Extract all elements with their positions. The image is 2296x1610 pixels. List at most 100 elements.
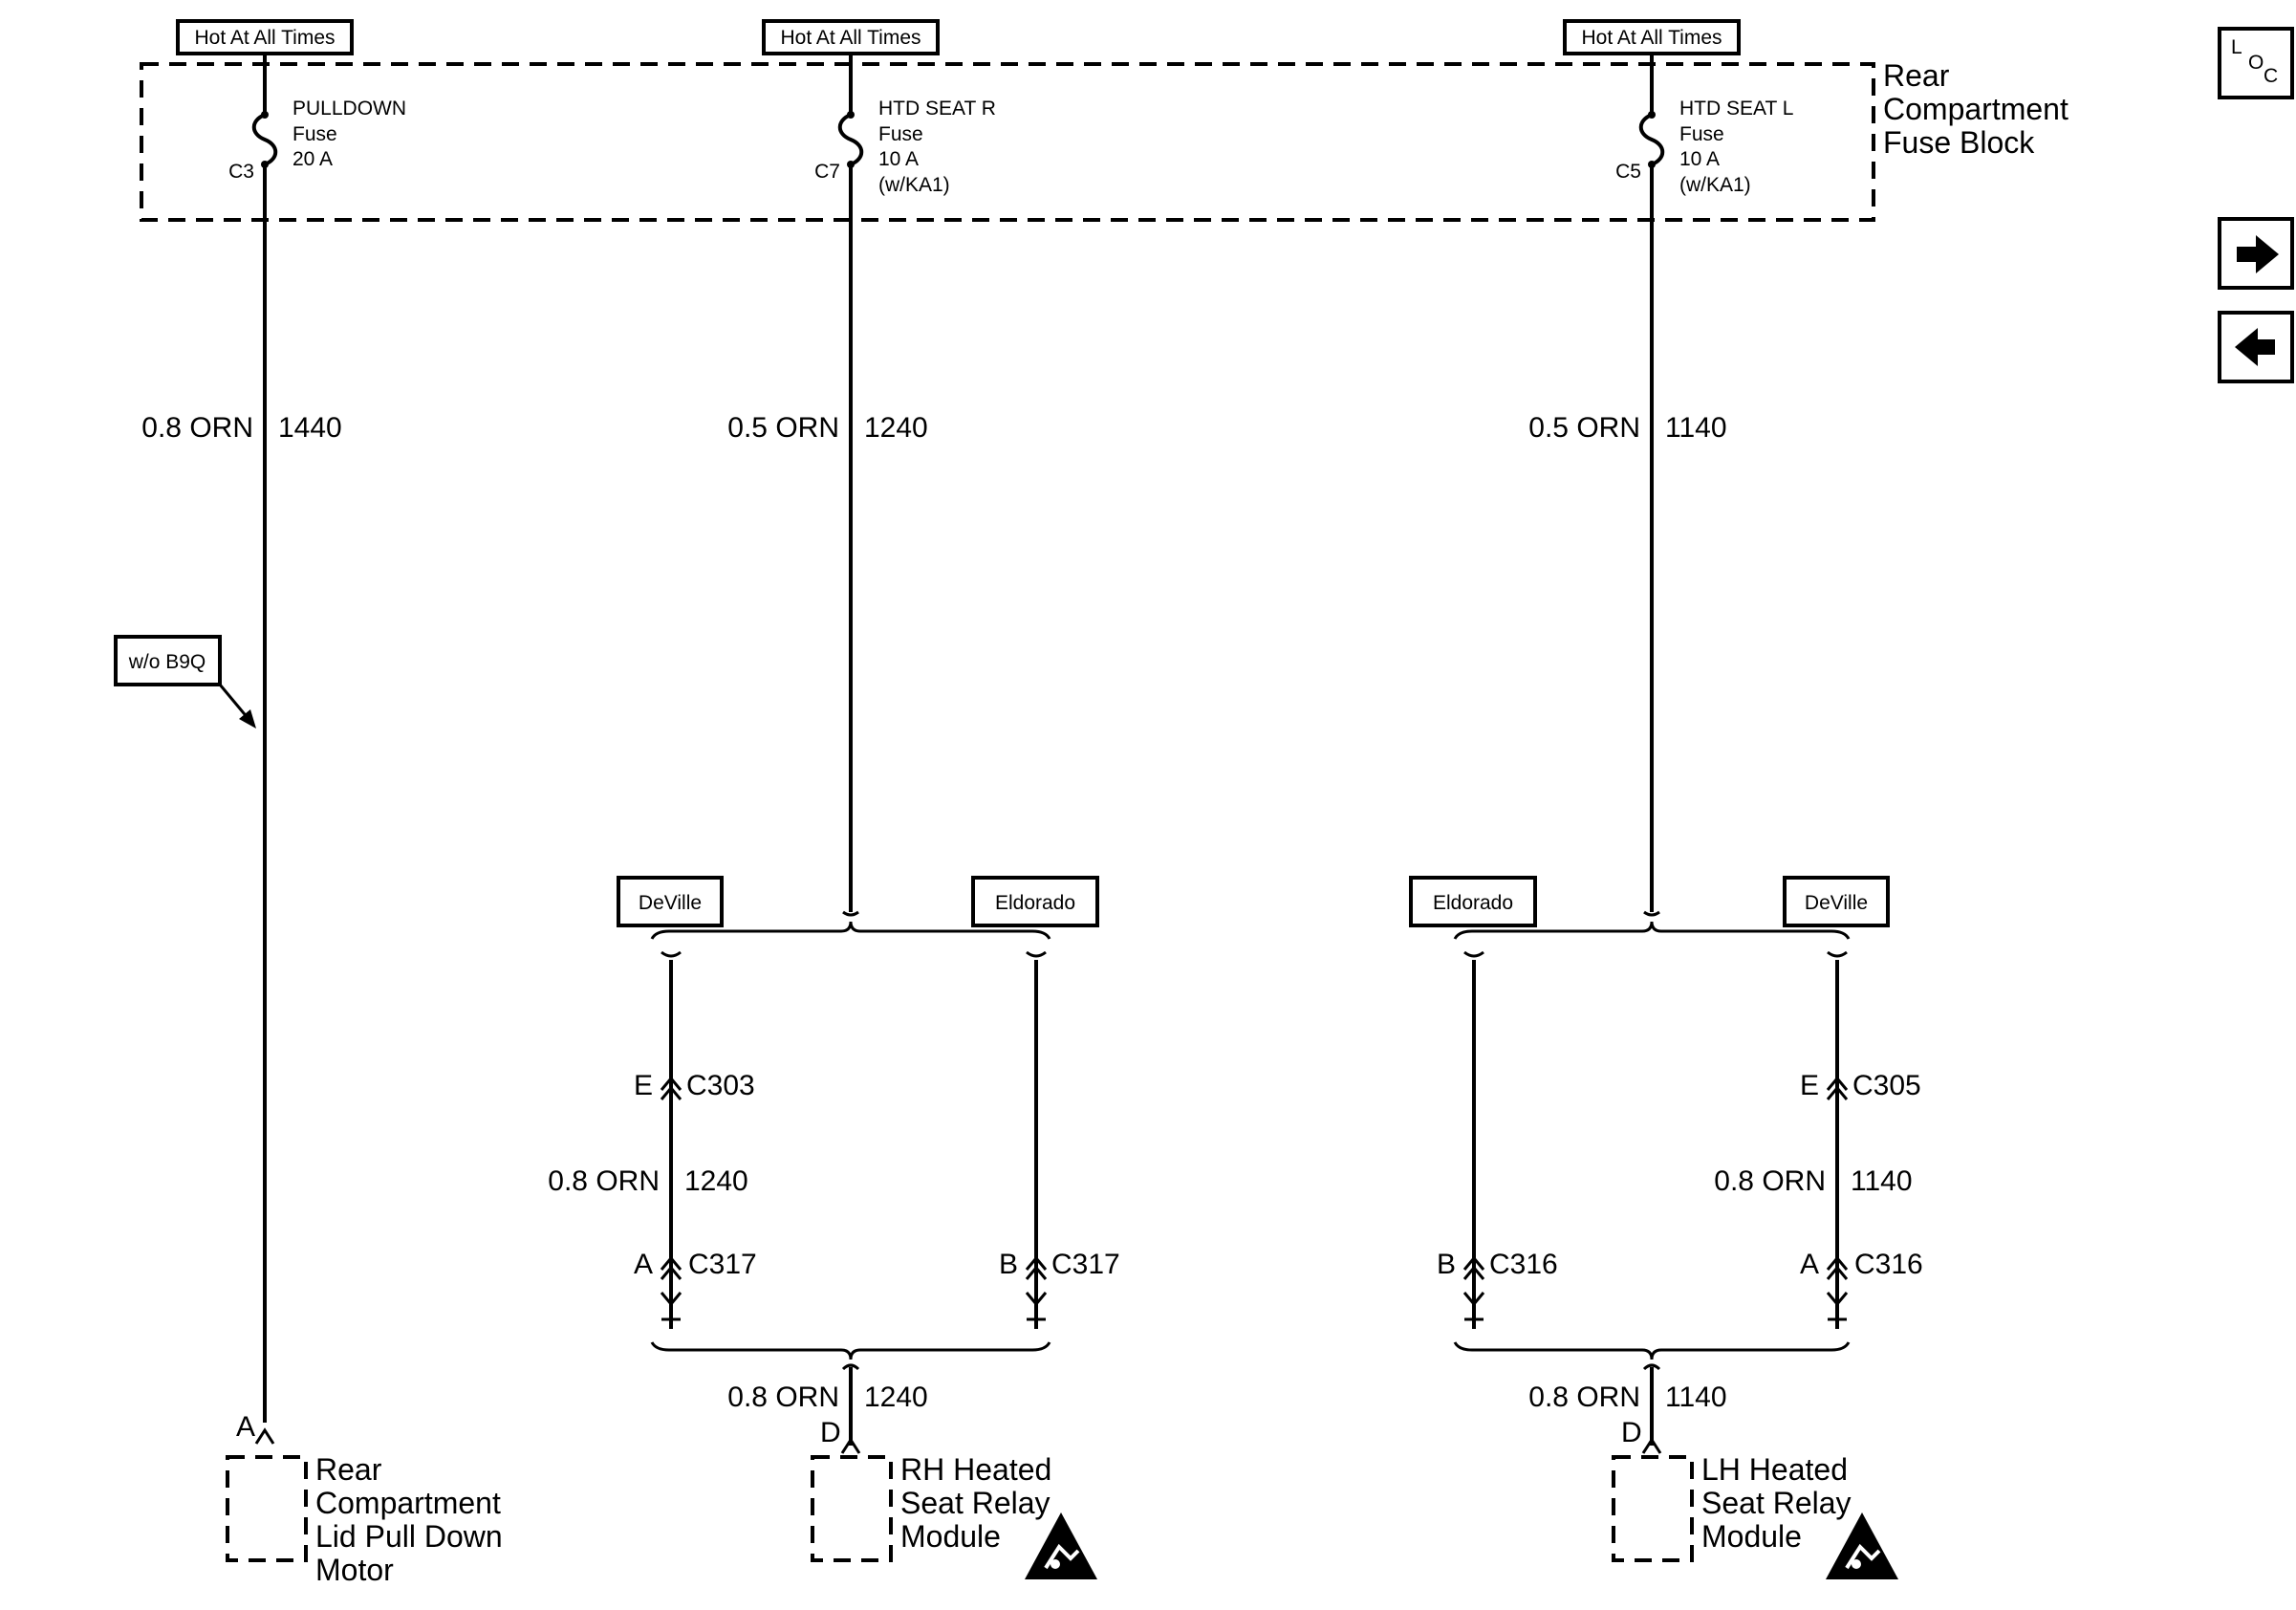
svg-text:1240: 1240 (864, 1382, 928, 1413)
hot-label-2: Hot At All Times (762, 19, 940, 55)
wire-label-1140-top: 0.5 ORN 1140 (1528, 412, 1726, 444)
wire-label-1140-mid: 0.8 ORN 1140 (1714, 1165, 1912, 1197)
connector-c317-b: B C317 (999, 1249, 1120, 1280)
svg-text:1140: 1140 (1851, 1165, 1913, 1197)
wire-label-1240-bot: 0.8 ORN 1240 (727, 1382, 927, 1413)
wire-label-1140-bot: 0.8 ORN 1140 (1528, 1382, 1726, 1413)
svg-text:D: D (820, 1417, 841, 1448)
svg-text:1240: 1240 (684, 1165, 748, 1197)
variant-eldorado-rh: Eldorado (971, 876, 1099, 927)
svg-text:C5: C5 (1615, 161, 1641, 183)
svg-text:C305: C305 (1852, 1070, 1921, 1101)
fuse-htd-seat-l: HTD SEAT L Fuse 10 A (w/KA1) C5 (1615, 98, 1793, 196)
svg-text:1240: 1240 (864, 412, 928, 444)
variant-deville-lh: DeVille (1783, 876, 1890, 927)
svg-text:Hot At All Times: Hot At All Times (1581, 27, 1722, 49)
forward-button[interactable] (2218, 217, 2294, 290)
svg-text:1440: 1440 (278, 412, 342, 444)
component-pull-down-motor: A Rear Compartment Lid Pull Down Motor (226, 1411, 503, 1587)
svg-text:Motor: Motor (315, 1553, 394, 1587)
hot-label-3: Hot At All Times (1563, 19, 1741, 55)
arrow-left-icon (2235, 328, 2275, 366)
svg-text:Compartment: Compartment (1883, 92, 2069, 126)
svg-text:1140: 1140 (1665, 1382, 1727, 1413)
svg-text:C3: C3 (228, 161, 254, 183)
variant-eldorado-lh: Eldorado (1409, 876, 1537, 927)
svg-text:(w/KA1): (w/KA1) (878, 174, 950, 196)
svg-text:Fuse: Fuse (878, 123, 923, 145)
svg-text:A: A (1800, 1249, 1819, 1280)
svg-text:0.8 ORN: 0.8 ORN (1714, 1165, 1826, 1197)
svg-text:Module: Module (900, 1519, 1001, 1554)
component-lh-heated-seat-relay-module: D LH Heated Seat Relay Module (1612, 1417, 1898, 1579)
svg-text:1140: 1140 (1665, 412, 1727, 444)
connector-c305: E C305 (1800, 1070, 1921, 1101)
svg-text:Fuse Block: Fuse Block (1883, 125, 2035, 160)
hot-label-1: Hot At All Times (176, 19, 354, 55)
variant-deville-rh: DeVille (617, 876, 724, 927)
svg-text:0.8 ORN: 0.8 ORN (1528, 1382, 1640, 1413)
wire-label-1240-top: 0.5 ORN 1240 (727, 412, 927, 444)
svg-text:HTD SEAT L: HTD SEAT L (1679, 98, 1793, 120)
connector-c317-a: A C317 (634, 1249, 757, 1280)
back-button[interactable] (2218, 311, 2294, 383)
svg-text:Hot At All Times: Hot At All Times (194, 27, 335, 49)
svg-text:HTD SEAT R: HTD SEAT R (878, 98, 996, 120)
svg-text:0.8 ORN: 0.8 ORN (141, 412, 253, 444)
svg-text:C317: C317 (688, 1249, 757, 1280)
svg-text:C316: C316 (1854, 1249, 1923, 1280)
svg-text:A: A (236, 1411, 255, 1443)
svg-text:C317: C317 (1051, 1249, 1120, 1280)
svg-text:L: L (2231, 36, 2242, 58)
svg-text:E: E (634, 1070, 653, 1101)
svg-text:Compartment: Compartment (315, 1486, 501, 1520)
svg-text:O: O (2248, 52, 2264, 74)
svg-text:20 A: 20 A (292, 148, 333, 170)
svg-text:C316: C316 (1489, 1249, 1558, 1280)
svg-text:Fuse: Fuse (292, 123, 337, 145)
rh-rejoin (650, 1292, 1051, 1446)
svg-text:Hot At All Times: Hot At All Times (780, 27, 921, 49)
svg-text:C303: C303 (686, 1070, 755, 1101)
loc-button[interactable]: L O C (2218, 27, 2294, 99)
svg-text:A: A (634, 1249, 653, 1280)
svg-text:E: E (1800, 1070, 1819, 1101)
connector-c303: E C303 (634, 1070, 755, 1101)
svg-text:0.5 ORN: 0.5 ORN (1528, 412, 1640, 444)
svg-text:D: D (1621, 1417, 1642, 1448)
option-flag-wo-b9q: w/o B9Q (114, 635, 256, 729)
svg-text:0.8 ORN: 0.8 ORN (727, 1382, 839, 1413)
svg-text:(w/KA1): (w/KA1) (1679, 174, 1751, 196)
svg-text:Rear: Rear (1883, 58, 1950, 93)
svg-text:0.5 ORN: 0.5 ORN (727, 412, 839, 444)
svg-text:DeVille: DeVille (639, 892, 702, 914)
svg-text:C: C (2264, 65, 2278, 87)
fuse-htd-seat-r: HTD SEAT R Fuse 10 A (w/KA1) C7 (814, 98, 996, 196)
esd-warning-icon (1025, 1512, 1097, 1579)
connector-c316-a: A C316 (1800, 1249, 1923, 1280)
svg-text:Eldorado: Eldorado (995, 892, 1075, 914)
svg-text:Seat Relay: Seat Relay (1701, 1486, 1852, 1520)
svg-text:DeVille: DeVille (1805, 892, 1868, 914)
svg-text:w/o B9Q: w/o B9Q (128, 651, 206, 673)
fuse-block-outline (140, 62, 1875, 222)
wire-label-1440: 0.8 ORN 1440 (141, 412, 341, 444)
svg-text:Fuse: Fuse (1679, 123, 1724, 145)
svg-text:Seat Relay: Seat Relay (900, 1486, 1051, 1520)
wire-label-1240-mid: 0.8 ORN 1240 (548, 1165, 747, 1197)
fuse-pulldown: PULLDOWN Fuse 20 A C3 (228, 98, 406, 183)
svg-text:B: B (999, 1249, 1018, 1280)
svg-text:10 A: 10 A (1679, 148, 1720, 170)
component-rh-heated-seat-relay-module: D RH Heated Seat Relay Module (811, 1417, 1097, 1579)
lh-rejoin (1453, 1292, 1851, 1446)
svg-text:Rear: Rear (315, 1452, 382, 1487)
svg-text:C7: C7 (814, 161, 840, 183)
svg-text:RH Heated: RH Heated (900, 1452, 1051, 1487)
arrow-right-icon (2237, 235, 2279, 273)
lh-branch (1453, 910, 1851, 1304)
svg-text:Module: Module (1701, 1519, 1802, 1554)
fuse-block-label: Rear Compartment Fuse Block (1883, 58, 2069, 160)
connector-c316-b: B C316 (1437, 1249, 1558, 1280)
rh-branch (650, 910, 1051, 1304)
